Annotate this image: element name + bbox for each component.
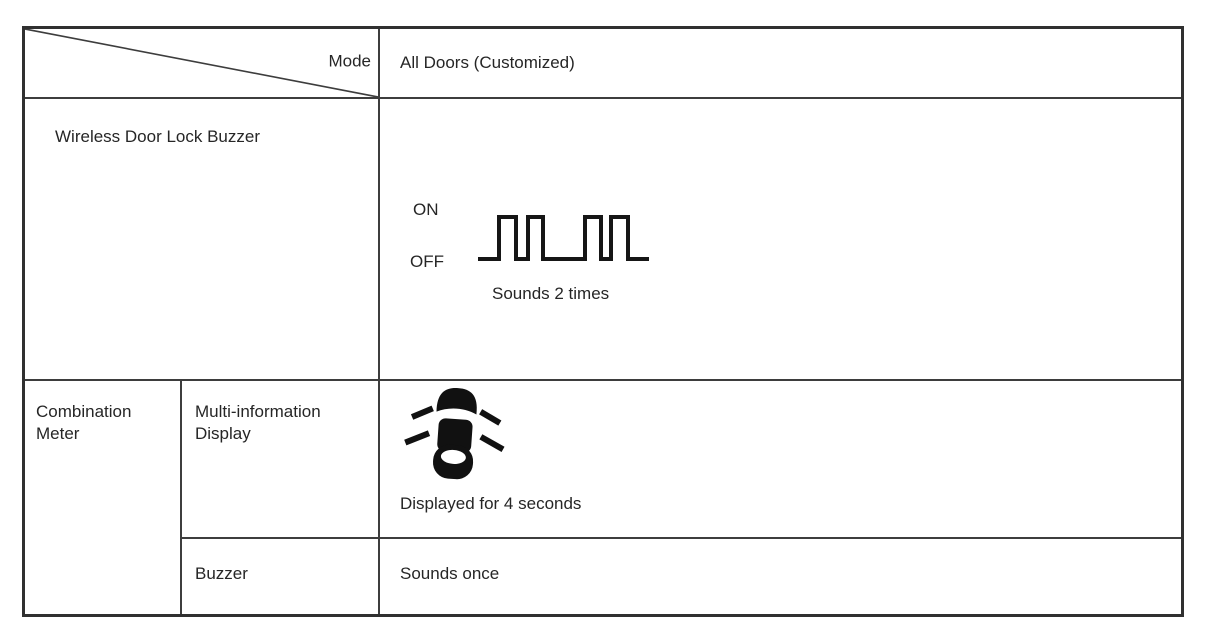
customization-settings-table: Mode All Doors (Customized) Wireless Doo…: [22, 26, 1184, 617]
diagonal-split-line: [25, 29, 378, 97]
buzzer-waveform-cell: ON OFF Sounds 2 times: [380, 99, 1181, 381]
multi-information-display-label: Multi-information Display: [195, 402, 321, 443]
buzzer-value-cell: Sounds once: [380, 539, 1181, 614]
multi-information-content-cell: Displayed for 4 seconds: [380, 381, 1181, 539]
combination-meter-label: Combination Meter: [36, 402, 132, 443]
multi-information-caption: Displayed for 4 seconds: [400, 494, 582, 513]
waveform-off-label: OFF: [410, 252, 444, 271]
header-corner-cell: Mode: [25, 29, 380, 99]
waveform-caption: Sounds 2 times: [492, 284, 610, 303]
waveform-on-label: ON: [413, 200, 439, 219]
car-door-open-indicator-icon: [404, 388, 505, 480]
wireless-door-lock-buzzer-cell: Wireless Door Lock Buzzer: [25, 99, 380, 381]
buzzer-pulse-waveform-icon: [478, 215, 649, 261]
multi-information-display-cell: Multi-information Display: [182, 381, 380, 539]
wireless-door-lock-buzzer-label: Wireless Door Lock Buzzer: [55, 127, 261, 146]
mode-value-cell: All Doors (Customized): [380, 29, 1181, 99]
buzzer-label: Buzzer: [195, 564, 248, 583]
buzzer-value-text: Sounds once: [400, 564, 500, 583]
mode-header-label: Mode: [328, 51, 371, 71]
combination-meter-cell: Combination Meter: [25, 381, 182, 614]
mode-value-text: All Doors (Customized): [400, 53, 575, 73]
buzzer-label-cell: Buzzer: [182, 539, 380, 614]
